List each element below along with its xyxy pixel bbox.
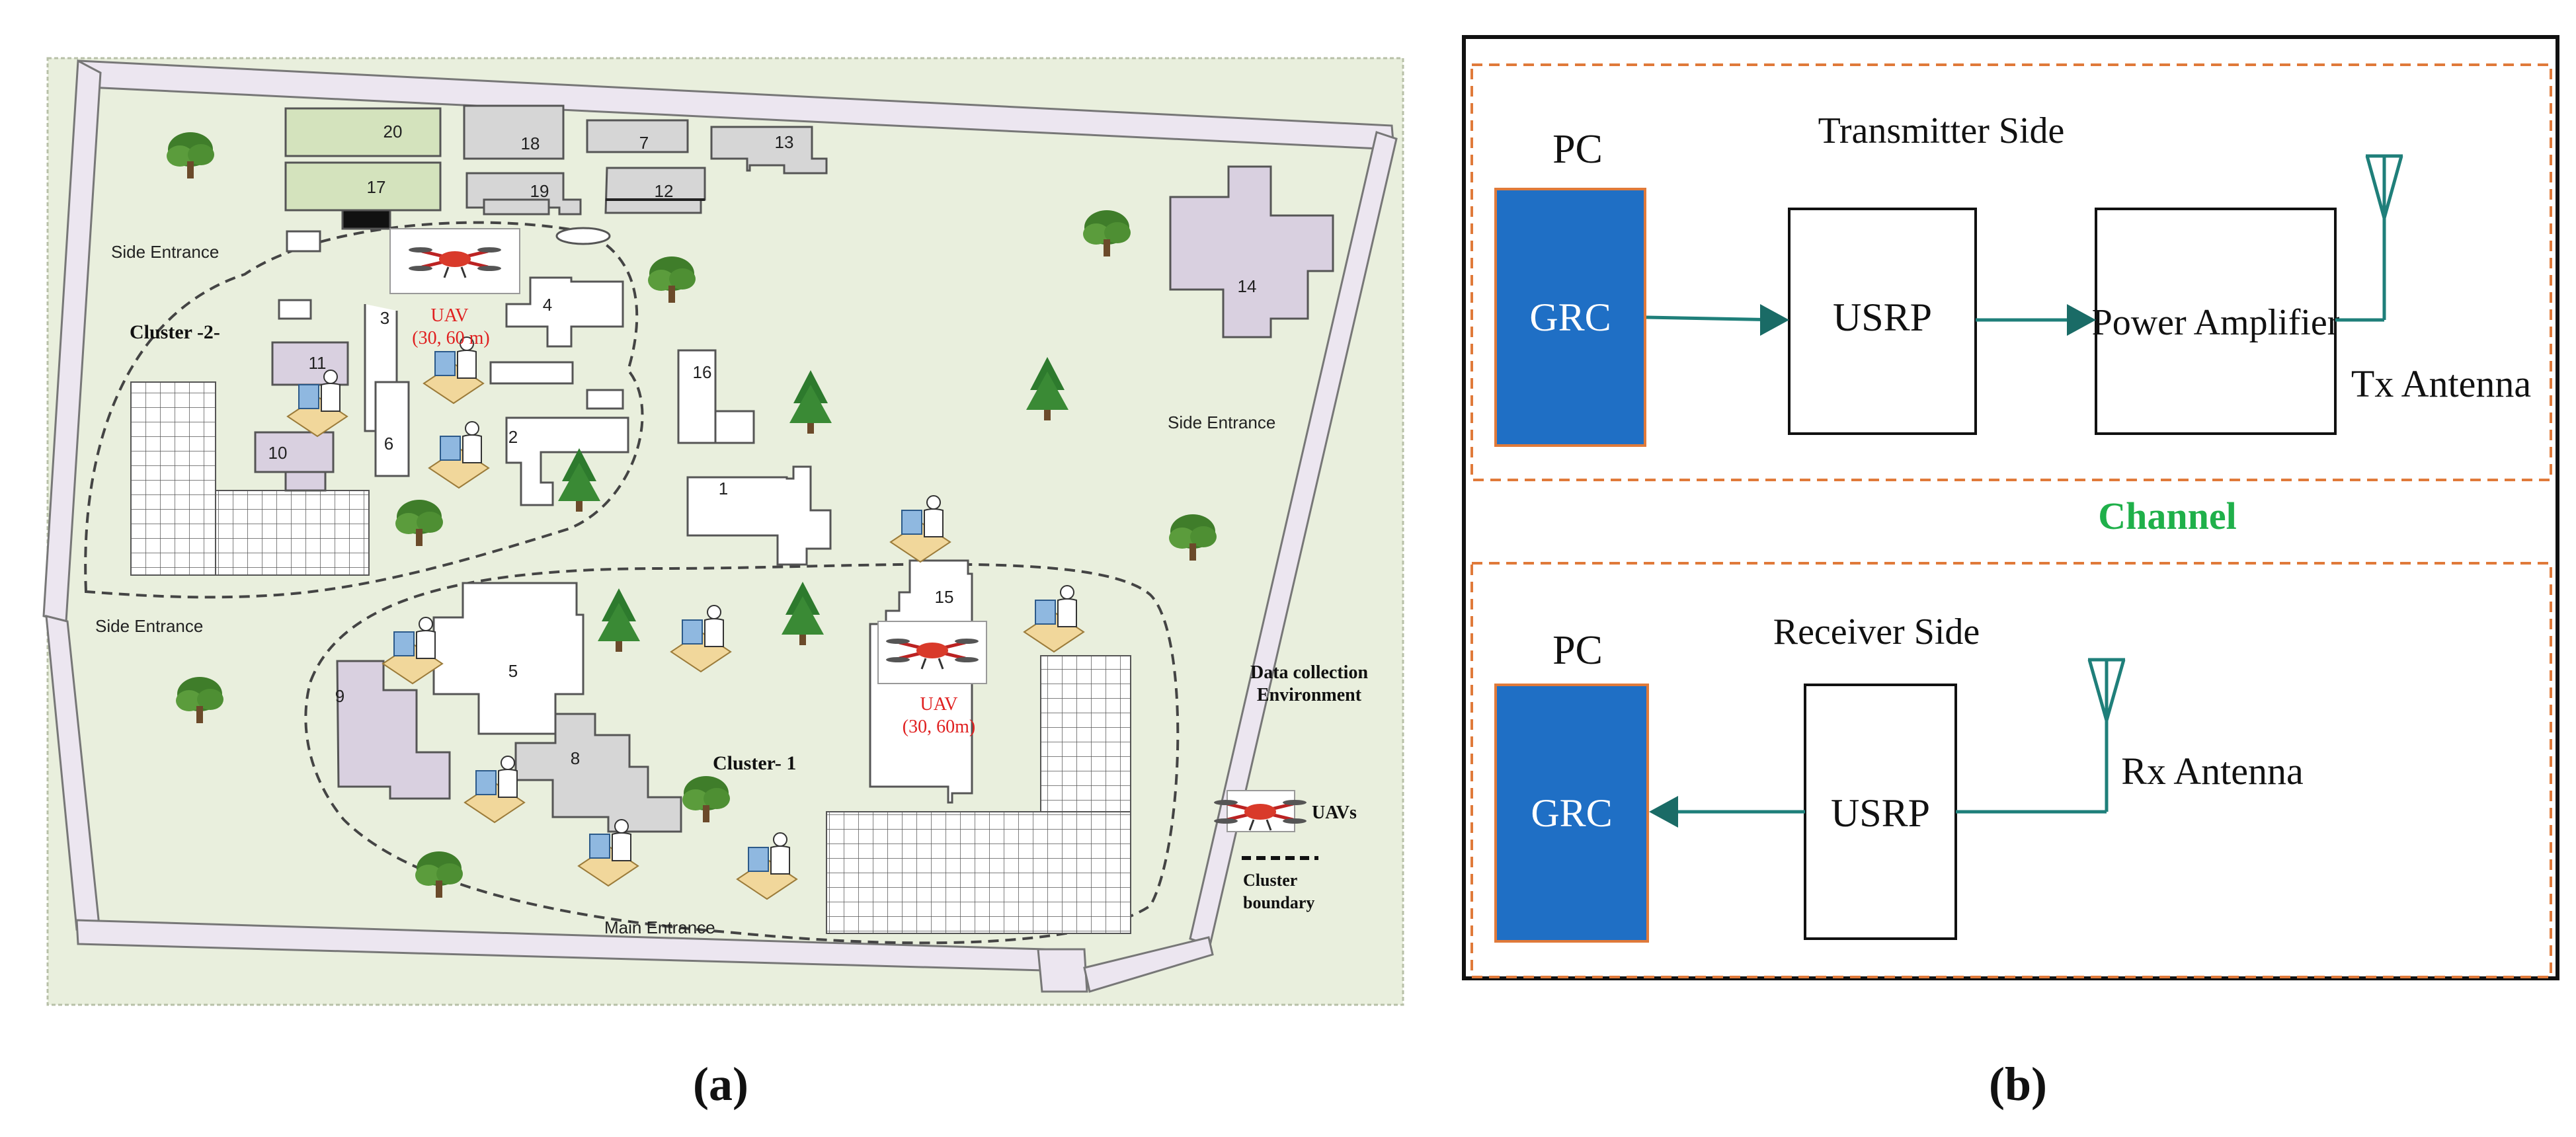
building-17-annex [341, 209, 391, 230]
transmitter-region [1470, 63, 2552, 481]
small-building-a [286, 230, 321, 253]
label-building-4: 4 [543, 295, 552, 315]
legend-boundary-line2: boundary [1243, 893, 1314, 912]
label-building-1: 1 [719, 479, 728, 498]
building-17 [284, 161, 442, 212]
small-building-b [278, 299, 312, 320]
building-6 [374, 381, 410, 477]
transmitter-side-label: Transmitter Side [1818, 110, 2065, 151]
receiver-region [1470, 562, 2552, 978]
boundary-wall [42, 59, 1398, 993]
building-9 [336, 660, 451, 800]
uav-2-label: UAV [430, 305, 468, 326]
building-8 [514, 713, 682, 833]
caption-b: (b) [1989, 1058, 2047, 1111]
map-legend: UAVs Cluster boundary [1214, 790, 1357, 912]
solar-grid-left-wide [215, 490, 370, 576]
small-building-d [586, 389, 624, 410]
grc-tx-label: GRC [1529, 295, 1611, 339]
label-building-15: 15 [935, 587, 954, 607]
receiver-side-label: Receiver Side [1773, 611, 1980, 652]
building-13 [710, 126, 828, 175]
grc-tx-block [1494, 188, 1646, 447]
cluster-1-label: Cluster- 1 [713, 752, 796, 774]
label-building-8: 8 [571, 748, 580, 768]
power-amplifier-label: Power Amplifier [2092, 302, 2340, 343]
uav-2-coords: (30, 60 m) [412, 328, 489, 348]
usrp-tx-block [1788, 208, 1977, 435]
label-building-7: 7 [639, 133, 649, 153]
cluster-1-boundary [304, 563, 1180, 945]
arrowhead-usrp-to-pa [2067, 304, 2096, 336]
grc-rx-block [1494, 684, 1649, 943]
label-building-10: 10 [268, 443, 288, 463]
label-building-19: 19 [530, 181, 549, 201]
panel-b-block-diagram: PC Transmitter Side GRC USRP Power Ampli… [1462, 35, 2559, 980]
side-entrance-top-left: Side Entrance [111, 242, 219, 262]
grc-rx-label: GRC [1531, 791, 1612, 835]
building-20 [284, 107, 442, 157]
main-entrance: Main Entrance [604, 918, 715, 937]
cluster-2-label: Cluster -2- [130, 321, 220, 343]
cluster-2-boundary [84, 221, 644, 599]
building-18 [463, 104, 565, 160]
environment-label-line1: Data collection [1250, 662, 1368, 683]
side-entrance-left: Side Entrance [95, 616, 203, 636]
solar-grid-right-wide [826, 811, 1131, 934]
tx-antenna-label: Tx Antenna [2351, 362, 2531, 405]
uav-1-label: UAV [920, 694, 957, 715]
caption-a: (a) [693, 1058, 748, 1111]
legend-boundary-line1: Cluster [1243, 871, 1297, 890]
uav-1-coords: (30, 60m) [903, 717, 975, 737]
label-building-14: 14 [1238, 276, 1257, 296]
usrp-tx-label: USRP [1833, 295, 1932, 339]
channel-label: Channel [2098, 494, 2237, 537]
solar-grid-right-tall [1040, 655, 1131, 812]
label-building-5: 5 [508, 661, 518, 681]
pc-rx-label: PC [1552, 628, 1603, 673]
legend-uavs-label: UAVs [1312, 803, 1357, 823]
building-10-annex [284, 471, 327, 492]
oval-structure [555, 227, 611, 245]
panel-a-map: 20 17 18 7 13 19 12 14 3 4 11 6 2 16 10 … [42, 57, 1404, 1006]
building-1 [686, 465, 832, 566]
usrp-rx-block [1804, 684, 1957, 940]
side-entrance-right: Side Entrance [1168, 412, 1275, 432]
arrow-grc-to-usrp [1646, 315, 1779, 322]
label-building-2: 2 [508, 427, 518, 447]
power-amplifier-block [2095, 208, 2337, 435]
building-4 [505, 276, 624, 348]
pc-tx-label: PC [1552, 127, 1603, 172]
uav-cluster-2 [389, 228, 520, 294]
label-building-11: 11 [309, 353, 327, 373]
building-19-annex [483, 198, 550, 216]
label-building-12: 12 [655, 181, 674, 201]
uav-cluster-1 [877, 621, 987, 684]
small-building-c [489, 361, 574, 385]
label-building-20: 20 [383, 122, 403, 141]
label-building-6: 6 [384, 434, 393, 453]
building-10 [254, 431, 335, 473]
building-14 [1169, 165, 1334, 338]
environment-label-line2: Environment [1257, 685, 1362, 705]
label-building-17: 17 [367, 177, 386, 197]
solar-grid-left-tall [130, 381, 216, 576]
rx-antenna-label: Rx Antenna [2121, 750, 2303, 793]
label-building-9: 9 [335, 686, 344, 706]
usrp-rx-label: USRP [1831, 791, 1930, 835]
arrowhead-usrp-to-grc [1649, 796, 1678, 828]
rx-antenna-icon [2087, 658, 2126, 812]
label-building-3: 3 [380, 308, 389, 328]
tx-antenna-icon [2365, 154, 2403, 320]
label-building-13: 13 [775, 132, 794, 152]
building-7 [586, 119, 689, 153]
label-building-18: 18 [521, 134, 540, 153]
label-building-16: 16 [693, 362, 712, 382]
arrowhead-grc-to-usrp [1760, 304, 1789, 336]
building-2 [505, 416, 629, 506]
